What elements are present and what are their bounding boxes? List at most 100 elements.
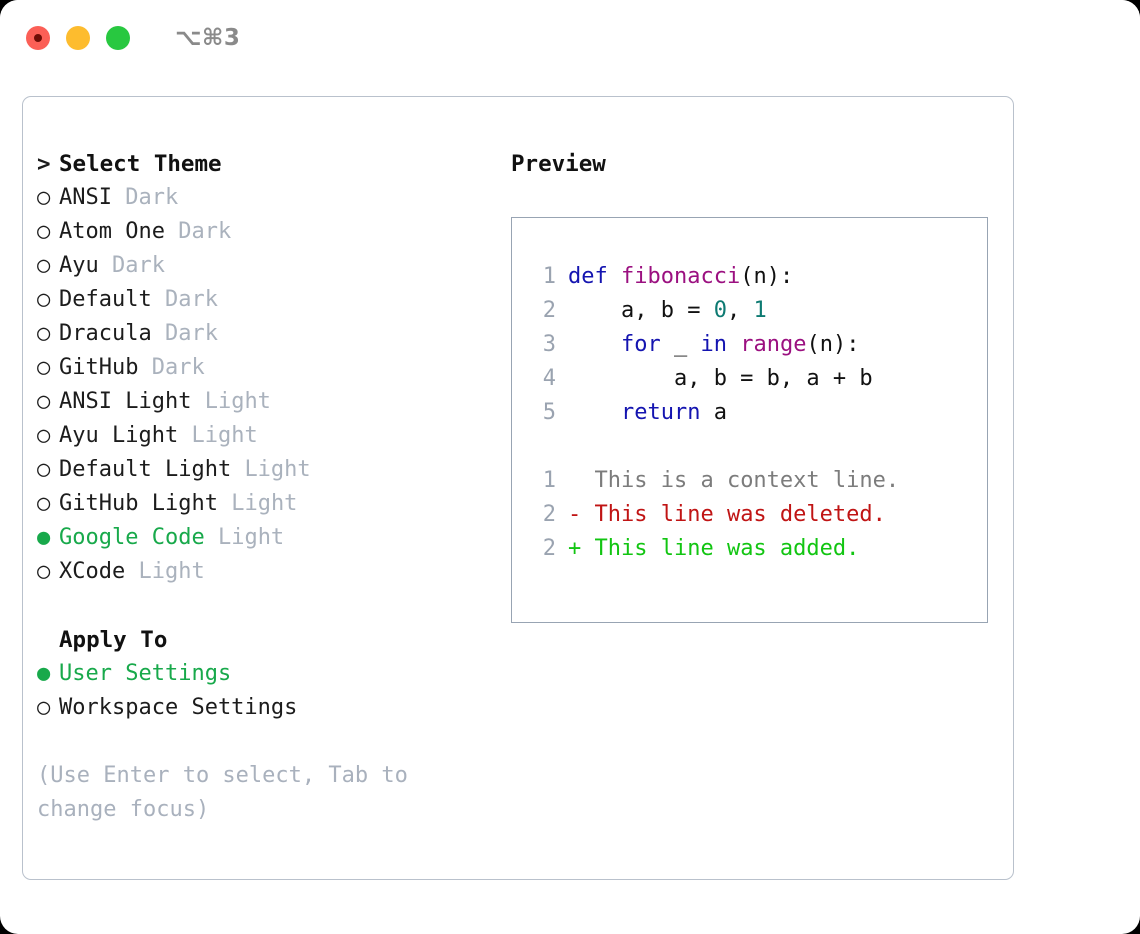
line-number: 3 xyxy=(542,332,556,357)
radio-unselected-icon: ○ xyxy=(37,491,51,516)
theme-gap xyxy=(218,491,231,516)
apply-to-label: Workspace Settings xyxy=(59,695,298,720)
window-controls xyxy=(26,26,130,50)
radio-unselected-icon: ○ xyxy=(37,695,51,720)
theme-name: Google Code xyxy=(59,525,205,550)
theme-kind-label: Dark xyxy=(125,185,179,210)
theme-list-item[interactable]: ○Ayu Light Light xyxy=(37,419,493,453)
code-line: 3 for _ in range(n): xyxy=(530,328,987,362)
theme-list-item[interactable]: ○Atom One Dark xyxy=(37,215,493,249)
theme-kind-label: Light xyxy=(191,423,258,448)
diff-sign: - xyxy=(568,502,582,527)
diff-line: 2+ This line was added. xyxy=(530,532,987,566)
theme-kind-label: Light xyxy=(231,491,298,516)
theme-kind-label: Light xyxy=(217,525,285,550)
code-token-fn: range xyxy=(740,332,807,357)
keyboard-hint: (Use Enter to select, Tab to change focu… xyxy=(37,763,408,822)
code-token-num: 0 xyxy=(713,298,727,323)
theme-gap xyxy=(191,389,204,414)
line-number: 1 xyxy=(542,264,556,289)
code-token-pln: (n): xyxy=(806,332,860,357)
radio-unselected-icon: ○ xyxy=(37,287,51,312)
radio-unselected-icon: ○ xyxy=(37,185,51,210)
theme-name: Default Light xyxy=(59,457,232,482)
code-token-kw: in xyxy=(700,332,741,357)
code-line: 4 a, b = b, a + b xyxy=(530,362,987,396)
apply-to-indent xyxy=(37,623,59,657)
apply-to-option[interactable]: ○ Workspace Settings xyxy=(37,691,493,725)
radio-unselected-icon: ○ xyxy=(37,321,51,346)
theme-gap xyxy=(152,287,165,312)
theme-list-item[interactable]: ○Dracula Dark xyxy=(37,317,493,351)
theme-kind-label: Light xyxy=(204,389,271,414)
theme-gap xyxy=(99,253,112,278)
radio-unselected-icon: ○ xyxy=(37,355,51,380)
minimize-button[interactable] xyxy=(66,26,90,50)
code-token-pln: a xyxy=(700,400,727,425)
theme-list-item[interactable]: ○ GitHub Light Light xyxy=(37,487,493,521)
theme-name: ANSI Light xyxy=(59,389,192,414)
diff-text: This line was deleted. xyxy=(581,502,886,527)
diff-sign: + xyxy=(568,536,582,561)
prompt-caret-icon: > xyxy=(37,151,51,177)
theme-list-title: Select Theme xyxy=(59,151,222,177)
apply-to-header: Apply To xyxy=(37,623,493,657)
theme-list-item[interactable]: ○ GitHub Dark xyxy=(37,351,493,385)
theme-list-item[interactable]: ○XCode Light xyxy=(37,555,493,589)
radio-unselected-icon: ○ xyxy=(37,389,51,414)
list-spacer xyxy=(37,589,493,623)
code-token-pln: , xyxy=(726,298,754,323)
theme-list-item[interactable]: ○Ayu Dark xyxy=(37,249,493,283)
theme-list-item[interactable]: ○Default Dark xyxy=(37,283,493,317)
theme-name: GitHub Light xyxy=(59,491,218,516)
diff-line: 2- This line was deleted. xyxy=(530,498,987,532)
diff-sign xyxy=(568,468,581,493)
code-token-fn: fibonacci xyxy=(620,264,741,289)
theme-list: ○ANSI Dark○Atom One Dark○Ayu Dark○Defaul… xyxy=(37,181,493,589)
theme-name: Ayu Light xyxy=(59,423,179,448)
theme-name: Atom One xyxy=(59,219,165,244)
keyboard-shortcut-label: ⌥⌘3 xyxy=(175,25,241,51)
apply-to-option[interactable]: ● User Settings xyxy=(37,657,493,691)
theme-name: GitHub xyxy=(59,355,139,380)
theme-list-item[interactable]: ○ Default Light Light xyxy=(37,453,493,487)
theme-gap xyxy=(231,457,244,482)
radio-selected-icon: ● xyxy=(37,661,51,686)
radio-unselected-icon: ○ xyxy=(37,457,51,482)
line-number: 4 xyxy=(542,366,556,391)
theme-list-item[interactable]: ● Google Code Light xyxy=(37,521,493,555)
theme-name: XCode xyxy=(59,559,126,584)
theme-gap xyxy=(205,525,218,550)
line-number: 2 xyxy=(542,536,556,561)
theme-list-item[interactable]: ○ ANSI Light Light xyxy=(37,385,493,419)
preview-title: Preview xyxy=(511,151,606,177)
theme-kind-label: Light xyxy=(244,457,311,482)
radio-unselected-icon: ○ xyxy=(37,253,51,278)
radio-selected-icon: ● xyxy=(37,525,51,550)
code-token-pln: a, b = xyxy=(568,298,714,323)
code-token-kw: def xyxy=(568,264,621,289)
code-line: 2 a, b = 0, 1 xyxy=(530,294,987,328)
theme-gap xyxy=(112,185,125,210)
theme-list-item[interactable]: ○ ANSI Dark xyxy=(37,181,493,215)
theme-gap xyxy=(138,355,151,380)
diff-text: This is a context line. xyxy=(581,468,900,493)
code-token-pln: _ xyxy=(673,332,701,357)
code-token-pln: (n): xyxy=(740,264,794,289)
content-panel: >Select Theme ○ANSI Dark○Atom One Dark○A… xyxy=(22,96,1014,880)
line-number: 2 xyxy=(542,502,556,527)
code-diff-gap xyxy=(530,430,987,464)
maximize-button[interactable] xyxy=(106,26,130,50)
apply-to-label: User Settings xyxy=(59,661,232,686)
theme-kind-label: Dark xyxy=(164,321,218,346)
close-button[interactable] xyxy=(26,26,50,50)
theme-gap xyxy=(125,559,138,584)
radio-unselected-icon: ○ xyxy=(37,219,51,244)
apply-to-title: Apply To xyxy=(59,627,168,653)
theme-name: ANSI xyxy=(59,185,112,210)
theme-kind-label: Dark xyxy=(151,355,205,380)
diff-sample: 1 This is a context line.2- This line wa… xyxy=(530,464,987,566)
theme-kind-label: Dark xyxy=(112,253,165,278)
